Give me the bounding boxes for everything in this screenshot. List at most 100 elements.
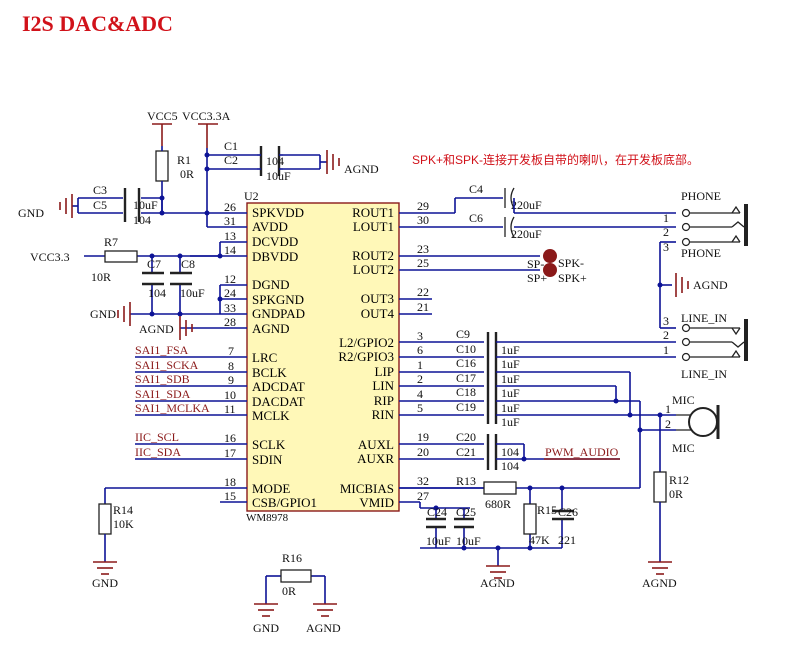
- sai-label: SAI1_SDA: [135, 387, 191, 401]
- c24-val: 10uF: [426, 534, 451, 548]
- agnd-label-bottom: AGND: [480, 576, 515, 590]
- pin-name: L2/GPIO2: [339, 335, 394, 350]
- c6-val: 220uF: [511, 227, 542, 241]
- svg-text:1: 1: [665, 402, 671, 416]
- spk-plus-label: SPK+: [558, 271, 587, 285]
- pin-num: 1: [417, 358, 423, 372]
- pin-num: 3: [417, 329, 423, 343]
- phone-pin: 3: [663, 240, 669, 254]
- pin-num: 26: [224, 200, 236, 214]
- pin-name: DACDAT: [252, 394, 305, 409]
- pin-name: CSB/GPIO1: [252, 495, 317, 510]
- mic-element: MIC MIC 1 2: [665, 393, 720, 455]
- r1-resistor: [155, 150, 169, 182]
- c2-val: 10uF: [266, 169, 291, 183]
- pin-name: AVDD: [252, 219, 288, 234]
- agnd-label-r12: AGND: [642, 576, 677, 590]
- pin-num: 24: [224, 286, 236, 300]
- c4-ref: C4: [469, 182, 483, 196]
- svg-text:2: 2: [665, 417, 671, 431]
- agnd-symbol-bottom: [486, 565, 510, 579]
- r14-resistor: [98, 503, 112, 535]
- r13-resistor: [483, 481, 517, 495]
- r13-ref: R13: [456, 474, 476, 488]
- svg-text:3: 3: [663, 314, 669, 328]
- agnd-label-mid: AGND: [139, 322, 174, 336]
- pin-num: 12: [224, 272, 236, 286]
- c25-val: 10uF: [456, 534, 481, 548]
- mic-label-top: MIC: [672, 393, 695, 407]
- iic-label: IIC_SCL: [135, 430, 179, 444]
- c20-ref: C20: [456, 430, 476, 444]
- r12-val: 0R: [669, 487, 683, 501]
- r7-resistor: [104, 250, 138, 263]
- mic-label-bottom: MIC: [672, 441, 695, 455]
- svg-text:C9: C9: [456, 327, 470, 341]
- pin-num: 6: [417, 343, 423, 357]
- pin-num: 21: [417, 300, 429, 314]
- vcc33-label: VCC3.3: [30, 250, 70, 264]
- gnd-symbol-left: [59, 194, 73, 218]
- pin-num: 22: [417, 285, 429, 299]
- pin-num: 30: [417, 213, 429, 227]
- c1-ref: C1: [224, 139, 238, 153]
- c20-val: 104: [501, 445, 519, 459]
- phone-connector: PHONE PHONE 1 2 3: [663, 189, 748, 260]
- c5-val: 104: [133, 213, 151, 227]
- sp-minus-pad: [543, 249, 557, 263]
- svg-text:2: 2: [663, 328, 669, 342]
- sp-plus-label: SP+: [527, 271, 547, 285]
- gnd-symbol-r14: [93, 561, 117, 575]
- sai-label: SAI1_MCLKA: [135, 401, 210, 415]
- pin-name: LRC: [252, 350, 277, 365]
- svg-text:1uF: 1uF: [501, 343, 520, 357]
- c26-val: 221: [558, 533, 576, 547]
- pin-name: AUXL: [358, 437, 394, 452]
- pin-num: 7: [228, 344, 234, 358]
- pin-num: 31: [224, 214, 236, 228]
- c1-val: 104: [266, 154, 284, 168]
- pin-num: 8: [228, 359, 234, 373]
- r16-ref: R16: [282, 551, 302, 565]
- input-nets: [496, 327, 676, 488]
- pin-name: MODE: [252, 481, 290, 496]
- chip-ref: U2: [244, 189, 259, 203]
- gnd-label-left: GND: [18, 206, 44, 220]
- power-top: VCC5 VCC3.3A: [147, 109, 231, 148]
- c8-ref: C8: [181, 257, 195, 271]
- phone-label-top: PHONE: [681, 189, 721, 203]
- r16-val: 0R: [282, 584, 296, 598]
- svg-text:1uF: 1uF: [501, 401, 520, 415]
- c3-ref: C3: [93, 183, 107, 197]
- pin-num: 13: [224, 229, 236, 243]
- r14-ref: R14: [113, 503, 133, 517]
- gnd-label-mid: GND: [90, 307, 116, 321]
- c21-ref: C21: [456, 445, 476, 459]
- agnd-symbol-phone: [675, 273, 689, 297]
- page-title: I2S DAC&ADC: [22, 11, 173, 36]
- pin-num: 23: [417, 242, 429, 256]
- svg-text:1uF: 1uF: [501, 357, 520, 371]
- sp-plus-pad: [543, 263, 557, 277]
- svg-text:C19: C19: [456, 400, 476, 414]
- input-caps: C9 C10 C16 C17 C18 C19 1uF 1uF 1uF 1uF 1…: [456, 327, 520, 429]
- pin-name: VMID: [359, 495, 394, 510]
- pin-num: 18: [224, 475, 236, 489]
- sai-label: SAI1_SCKA: [135, 358, 199, 372]
- c4-val: 220uF: [511, 198, 542, 212]
- pin-num: 9: [228, 373, 234, 387]
- sp-minus-label: SP-: [527, 257, 544, 271]
- r16-link: [265, 575, 326, 604]
- sai-labels: SAI1_FSA SAI1_SCKA SAI1_SDB SAI1_SDA SAI…: [135, 343, 210, 459]
- pin-name: DCVDD: [252, 234, 298, 249]
- pin-name: RIN: [372, 407, 395, 422]
- agnd-label-top: AGND: [344, 162, 379, 176]
- pin-num: 33: [224, 301, 236, 315]
- gnd-label-r14: GND: [92, 576, 118, 590]
- phone-label-bottom: PHONE: [681, 246, 721, 260]
- vcc33a-label: VCC3.3A: [182, 109, 231, 123]
- pin-num: 14: [224, 243, 236, 257]
- pin-num: 25: [417, 256, 429, 270]
- c7-val: 104: [148, 286, 166, 300]
- svg-text:1uF: 1uF: [501, 372, 520, 386]
